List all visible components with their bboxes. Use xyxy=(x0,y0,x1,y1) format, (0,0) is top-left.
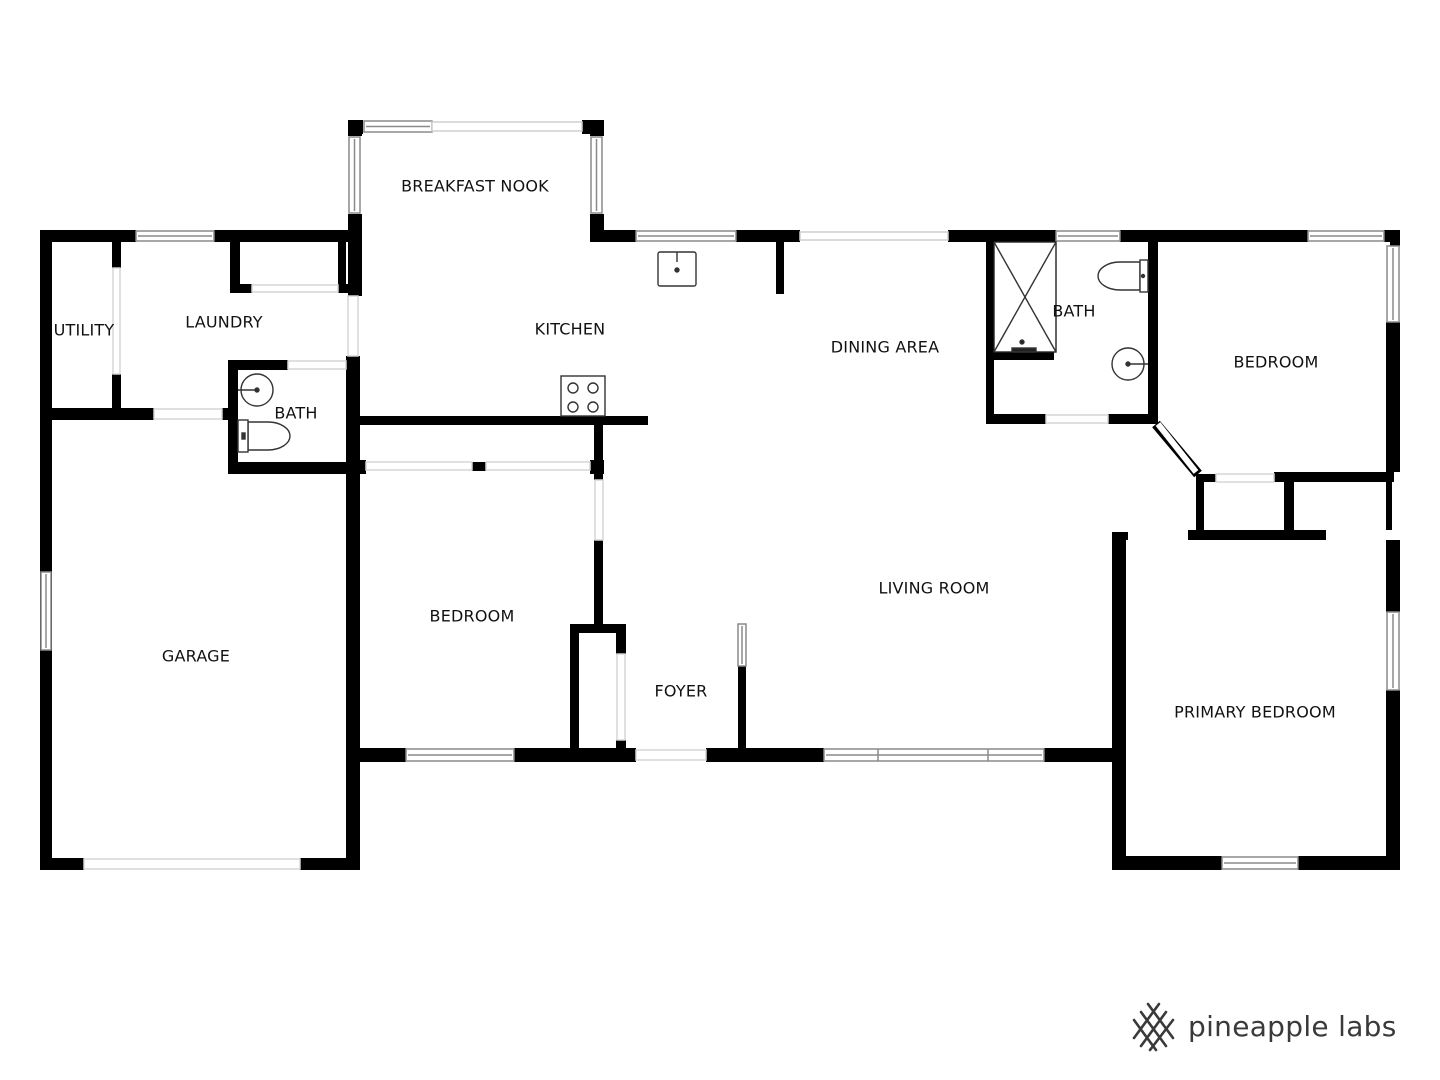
wall xyxy=(112,240,121,268)
wall xyxy=(1112,856,1222,870)
room-label-bedroom-left: BEDROOM xyxy=(430,607,515,626)
wall xyxy=(1284,474,1294,538)
wall xyxy=(590,460,604,474)
wall xyxy=(1188,530,1326,540)
wall xyxy=(472,462,486,471)
wall xyxy=(1390,230,1400,246)
wall xyxy=(338,284,362,293)
wall xyxy=(570,624,579,754)
pineapple-lattice-icon xyxy=(1132,1002,1175,1052)
wall xyxy=(348,120,362,136)
shower-icon xyxy=(993,241,1057,353)
wall xyxy=(40,408,154,420)
wall xyxy=(228,360,238,474)
room-label-primary-bedroom: PRIMARY BEDROOM xyxy=(1174,703,1336,722)
brand-name: pineapple labs xyxy=(1188,1009,1397,1043)
wall xyxy=(986,414,1046,424)
wall xyxy=(706,748,824,762)
wall xyxy=(300,858,360,870)
windows xyxy=(40,120,1400,870)
wall xyxy=(1386,540,1400,612)
wall xyxy=(1044,748,1124,762)
wall xyxy=(358,748,406,762)
openings xyxy=(83,267,1275,870)
kitchen-sink-icon xyxy=(657,251,697,287)
room-label-living-room: LIVING ROOM xyxy=(878,579,989,598)
window xyxy=(799,231,949,241)
bath-sink-icon xyxy=(238,373,274,407)
wall xyxy=(986,240,994,424)
wall xyxy=(1196,474,1204,538)
wall xyxy=(736,230,800,242)
room-label-bedroom-right: BEDROOM xyxy=(1234,353,1319,372)
window xyxy=(431,121,583,132)
wall xyxy=(1298,856,1400,870)
walls xyxy=(40,120,1400,870)
room-label-utility: UTILITY xyxy=(54,321,115,340)
wall xyxy=(40,230,52,870)
wall xyxy=(358,460,366,474)
wall xyxy=(1120,230,1308,242)
bath-sink-icon xyxy=(1111,347,1148,381)
wall xyxy=(590,120,604,136)
wall xyxy=(594,416,603,480)
wall xyxy=(346,462,360,870)
wall xyxy=(1386,480,1392,530)
toilet-icon xyxy=(237,419,291,453)
wall xyxy=(590,230,636,242)
room-label-bath-left: BATH xyxy=(274,404,317,423)
wall xyxy=(112,374,121,414)
room-label-breakfast-nook: BREAKFAST NOOK xyxy=(401,177,549,196)
wall xyxy=(570,624,626,633)
room-label-dining-area: DINING AREA xyxy=(831,338,940,357)
wall xyxy=(40,858,84,870)
wall xyxy=(358,416,648,425)
room-label-laundry: LAUNDRY xyxy=(185,313,263,332)
wall xyxy=(1196,474,1216,482)
wall xyxy=(990,352,1054,360)
wall xyxy=(214,230,362,242)
wall xyxy=(1148,240,1158,254)
room-label-kitchen: KITCHEN xyxy=(535,320,606,339)
room-label-foyer: FOYER xyxy=(655,682,708,701)
wall xyxy=(948,230,1056,242)
wall xyxy=(1112,532,1128,540)
wall xyxy=(230,284,252,293)
brand-logo: pineapple labs xyxy=(1130,996,1397,1056)
room-label-garage: GARAGE xyxy=(162,647,230,666)
wall xyxy=(1386,690,1400,870)
wall xyxy=(228,462,360,474)
wall xyxy=(1386,322,1400,472)
wall xyxy=(230,240,240,292)
wall xyxy=(40,230,136,242)
wall xyxy=(348,214,362,296)
stove-icon xyxy=(560,375,606,417)
wall xyxy=(594,540,603,626)
wall xyxy=(514,748,636,762)
room-label-bath-right: BATH xyxy=(1052,302,1095,321)
wall xyxy=(616,624,626,654)
wall xyxy=(338,240,346,292)
fixtures xyxy=(237,241,1149,453)
wall xyxy=(228,360,288,370)
wall xyxy=(776,230,784,294)
room-labels: BREAKFAST NOOK UTILITY LAUNDRY KITCHEN D… xyxy=(54,177,1336,722)
wall xyxy=(1148,240,1158,424)
wall xyxy=(738,666,746,752)
wall xyxy=(346,356,360,472)
wall xyxy=(1108,414,1158,424)
toilet-icon xyxy=(1097,259,1149,293)
wall xyxy=(1274,472,1394,482)
wall xyxy=(1112,532,1126,870)
